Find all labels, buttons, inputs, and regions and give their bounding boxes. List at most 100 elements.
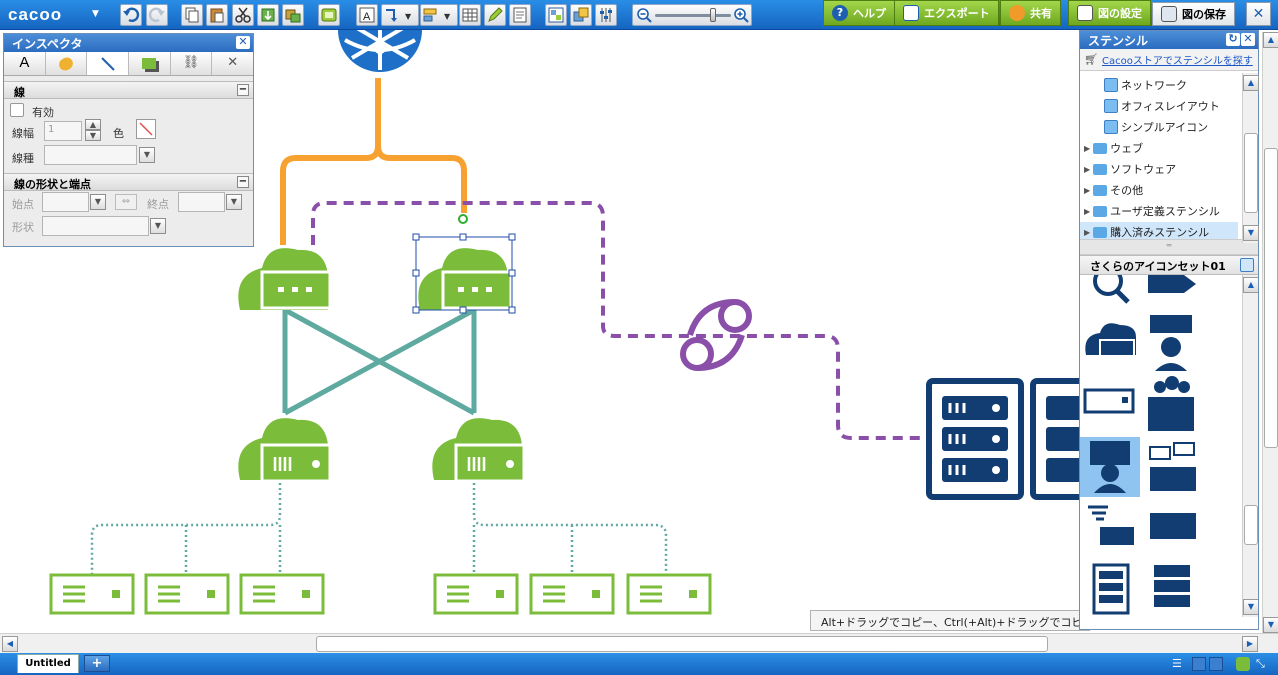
collapse-icon[interactable]: −	[237, 84, 249, 96]
selection-handles[interactable]	[412, 214, 516, 314]
grid-scroll-up-icon[interactable]: ▲	[1243, 277, 1258, 293]
icon-grid-scrollbar[interactable]: ▲ ▼	[1242, 275, 1258, 617]
cut-icon[interactable]	[232, 4, 254, 26]
enabled-checkbox[interactable]	[10, 103, 24, 117]
expand-arrow-icon[interactable]: ▶	[1084, 143, 1091, 153]
redo-icon[interactable]	[146, 4, 168, 26]
canvas-vscroll-thumb[interactable]	[1264, 148, 1278, 448]
tab-untitled[interactable]: Untitled	[17, 654, 79, 673]
stencil-tree-item[interactable]: オフィスレイアウト	[1084, 96, 1242, 116]
zoom-slider[interactable]	[655, 14, 731, 17]
start-point-select[interactable]	[42, 192, 89, 212]
rack-server-1[interactable]	[926, 378, 1024, 500]
paste-icon[interactable]	[206, 4, 228, 26]
canvas-vertical-scrollbar[interactable]: ▲ ▼	[1262, 32, 1278, 633]
shape-dropdown-icon[interactable]: ▼	[150, 218, 166, 234]
scroll-down-icon[interactable]: ▼	[1263, 617, 1278, 633]
stencil-titlebar[interactable]: ステンシル ↻ ✕	[1080, 31, 1258, 49]
expand-arrow-icon[interactable]: ▶	[1084, 164, 1091, 174]
start-dropdown-icon[interactable]: ▼	[90, 194, 106, 210]
undo-icon[interactable]	[120, 4, 142, 26]
align-icon[interactable]: ▼	[420, 4, 458, 26]
share-button[interactable]: 共有	[1000, 0, 1061, 26]
stencil-user-terminal-icon[interactable]	[1090, 441, 1130, 493]
stencil-server-unit-icon[interactable]	[1083, 388, 1135, 414]
orange-connector[interactable]	[280, 78, 467, 245]
tab-fill[interactable]	[45, 52, 88, 75]
arrange-icon[interactable]	[545, 4, 567, 26]
canvas-horizontal-scrollbar[interactable]: ◀ ▶	[0, 633, 1278, 653]
pen-icon[interactable]	[484, 4, 506, 26]
stencil-refresh-icon[interactable]: ↻	[1226, 33, 1240, 46]
table-icon[interactable]	[459, 4, 481, 26]
scroll-left-icon[interactable]: ◀	[2, 636, 18, 652]
zoom-slider-thumb[interactable]	[710, 8, 716, 22]
scroll-right-icon[interactable]: ▶	[1242, 636, 1258, 652]
cloud-server-left[interactable]	[238, 418, 332, 483]
prev-sheet-icon[interactable]	[1192, 657, 1206, 671]
diagram-settings-button[interactable]: 図の設定	[1068, 0, 1151, 26]
stencil-splitter[interactable]: ═	[1080, 239, 1258, 255]
stencil-tree-item[interactable]: ▶購入済みステンシル	[1080, 222, 1238, 239]
resize-grip-icon[interactable]: ⤡	[1256, 657, 1265, 670]
stencil-search-gear-icon[interactable]	[1093, 275, 1130, 304]
linetype-select[interactable]	[44, 145, 137, 165]
help-button[interactable]: ? ヘルプ	[823, 0, 895, 26]
stencil-tree-item[interactable]: ネットワーク	[1084, 75, 1242, 95]
color-swatch[interactable]	[136, 119, 156, 139]
expand-arrow-icon[interactable]: ▶	[1084, 206, 1091, 216]
dotted-connector[interactable]	[90, 478, 668, 575]
note-icon[interactable]	[509, 4, 531, 26]
stencil-support-operator-icon[interactable]	[1150, 315, 1192, 371]
shape-select[interactable]	[42, 216, 149, 236]
logo-menu-chevron-icon[interactable]: ▼	[92, 9, 99, 19]
stencil-rack-arrow-icon[interactable]	[1148, 275, 1196, 293]
icon-set-search-icon[interactable]	[1240, 258, 1254, 272]
expand-arrow-icon[interactable]: ▶	[1084, 227, 1091, 237]
tab-shadow[interactable]	[129, 52, 171, 75]
next-sheet-icon[interactable]	[1209, 657, 1223, 671]
tab-tools[interactable]: ✕	[212, 52, 254, 75]
swap-arrow-icon[interactable]: ⇔	[115, 194, 137, 210]
stencil-network-boxes-icon[interactable]	[1149, 442, 1196, 491]
zoom-out-icon[interactable]	[636, 7, 652, 26]
list-view-icon[interactable]: ☰	[1172, 657, 1182, 670]
ungroup-icon[interactable]	[282, 4, 304, 26]
inspector-close-icon[interactable]: ✕	[236, 36, 250, 49]
server-row[interactable]	[49, 573, 712, 615]
grid-scroll-thumb[interactable]	[1244, 505, 1258, 545]
zoom-in-icon[interactable]	[733, 7, 749, 26]
tree-scroll-up-icon[interactable]: ▲	[1243, 75, 1259, 91]
cloud-server-right[interactable]	[432, 418, 526, 483]
stencil-rack-unit-icon[interactable]	[1150, 513, 1196, 539]
group-icon[interactable]	[257, 4, 279, 26]
export-button[interactable]: エクスポート	[894, 0, 999, 26]
sync-link-icon[interactable]	[680, 299, 752, 371]
tree-scroll-down-icon[interactable]: ▼	[1243, 225, 1259, 241]
stencil-cloud-server-icon[interactable]	[1085, 323, 1136, 357]
teal-connector[interactable]	[282, 306, 477, 416]
connector-icon[interactable]: ▼	[381, 4, 419, 26]
cloud-router-right[interactable]	[418, 248, 513, 310]
copy-icon[interactable]	[181, 4, 203, 26]
linetype-dropdown-icon[interactable]: ▼	[139, 147, 155, 163]
canvas-hscroll-thumb[interactable]	[316, 636, 1048, 652]
grid-scroll-down-icon[interactable]: ▼	[1243, 599, 1258, 615]
tab-text[interactable]: A	[4, 52, 46, 75]
expand-arrow-icon[interactable]: ▶	[1084, 185, 1091, 195]
stencil-cabinet-icon[interactable]	[1092, 563, 1130, 615]
shape-section-header[interactable]: 線の形状と端点−	[4, 173, 253, 191]
cacoo-logo[interactable]: cacoo	[8, 5, 63, 24]
stencil-tree-item[interactable]: ▶ソフトウェア	[1084, 159, 1242, 179]
status-connection-icon[interactable]	[1236, 657, 1250, 671]
globe-icon[interactable]	[338, 30, 422, 72]
cloud-router-left[interactable]	[238, 248, 332, 310]
layer-icon[interactable]	[570, 4, 592, 26]
tree-scroll-thumb[interactable]	[1244, 133, 1258, 213]
stencil-tree-scrollbar[interactable]: ▲ ▼	[1242, 73, 1259, 243]
stencil-tornado-server-icon[interactable]	[1088, 505, 1134, 545]
inspector-titlebar[interactable]: インスペクタ ✕	[4, 34, 253, 52]
stencil-tree-item[interactable]: シンプルアイコン	[1084, 117, 1242, 137]
save-button[interactable]: 図の保存	[1152, 2, 1235, 26]
text-icon[interactable]: A	[356, 4, 378, 26]
